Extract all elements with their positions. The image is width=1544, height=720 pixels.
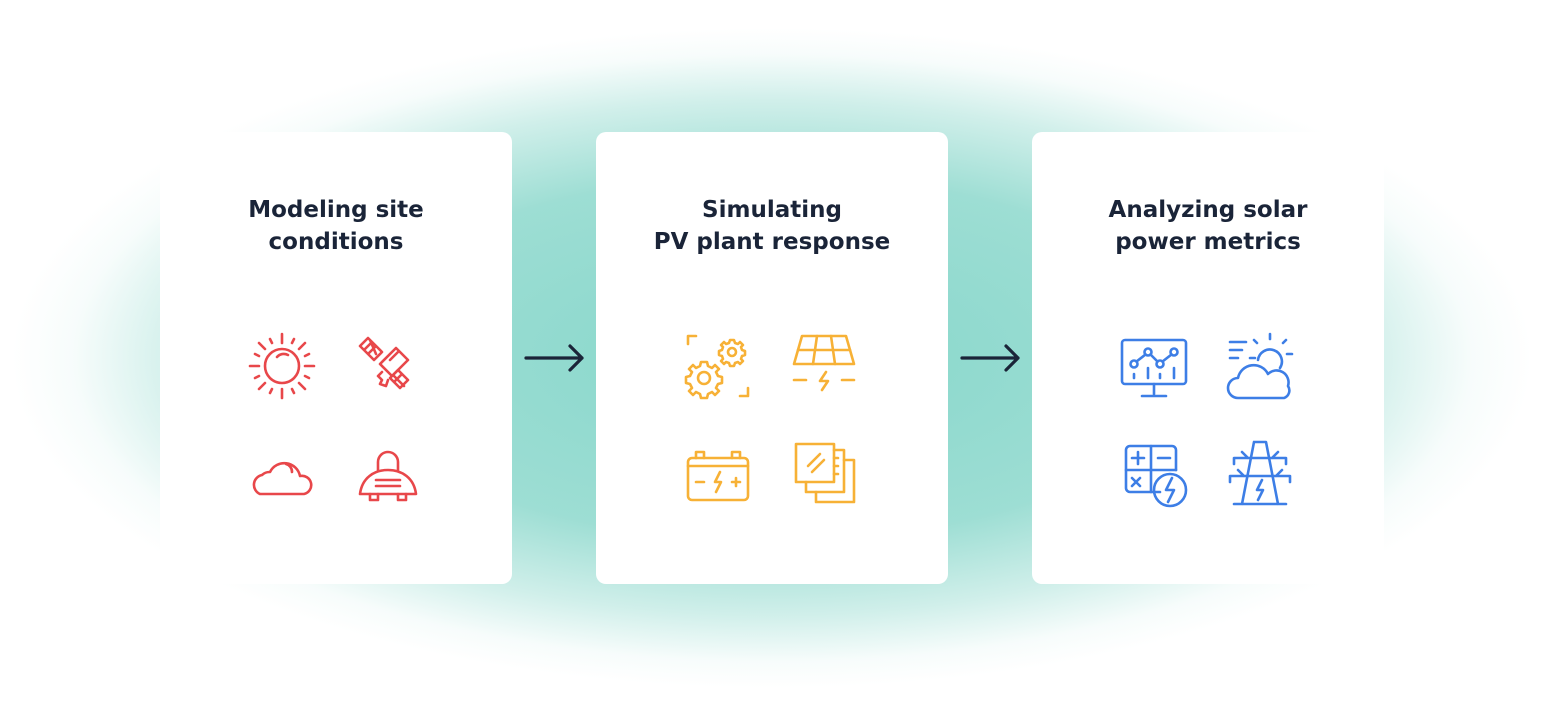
step-title-line1: Modeling site — [248, 197, 424, 223]
step-title-line2: power metrics — [1115, 229, 1301, 255]
satellite-icon — [352, 330, 424, 402]
solar-panel-icon — [788, 330, 860, 402]
step-title: Analyzing solar power metrics — [1032, 194, 1384, 258]
battery-icon — [682, 436, 754, 508]
calculator-energy-icon — [1118, 440, 1190, 512]
sun-icon — [246, 330, 318, 402]
arrow-right-icon — [958, 340, 1022, 376]
step-title: Modeling site conditions — [160, 194, 512, 258]
step-card-modeling: Modeling site conditions — [160, 132, 512, 584]
sun-cloud-wind-icon — [1224, 330, 1296, 402]
weather-station-icon — [352, 436, 424, 508]
step-card-simulating: Simulating PV plant response — [596, 132, 948, 584]
gears-icon — [682, 330, 754, 402]
step-title: Simulating PV plant response — [596, 194, 948, 258]
step-title-line2: conditions — [268, 229, 404, 255]
step-title-line2: PV plant response — [653, 229, 891, 255]
layers-icon — [788, 436, 860, 508]
cloud-icon — [246, 436, 318, 508]
monitor-chart-icon — [1118, 334, 1190, 406]
power-tower-icon — [1224, 436, 1296, 508]
step-title-line1: Simulating — [702, 197, 842, 223]
arrow-right-icon — [522, 340, 586, 376]
step-card-analyzing: Analyzing solar power metrics — [1032, 132, 1384, 584]
step-title-line1: Analyzing solar — [1108, 197, 1308, 223]
